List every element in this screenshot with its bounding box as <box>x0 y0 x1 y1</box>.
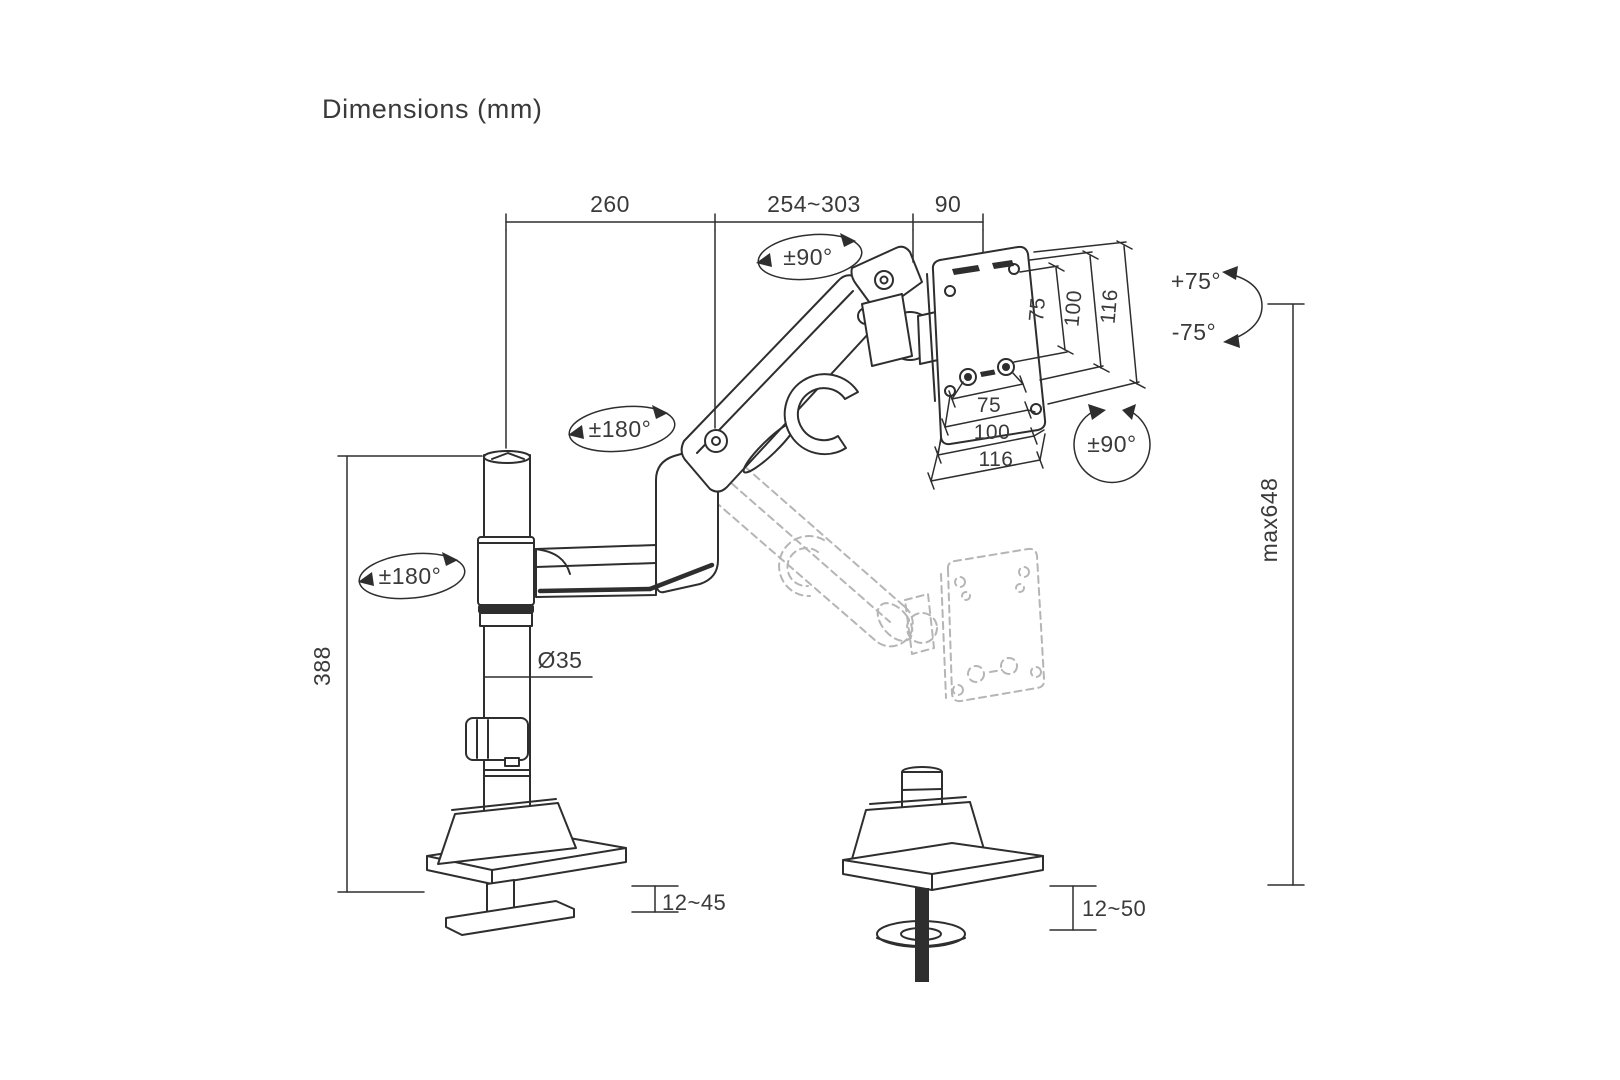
dim-clamp-thickness-label: 12~45 <box>662 890 726 915</box>
vesa-top-tab <box>952 265 980 275</box>
tilt-head <box>850 245 939 367</box>
cable-clip <box>465 717 529 767</box>
grommet-base <box>842 766 1044 982</box>
dim-clamp-thickness <box>631 885 679 913</box>
ghost-cable-hook <box>778 535 825 598</box>
clamp-jaw <box>445 900 575 936</box>
dim-grommet-thickness-label: 12~50 <box>1082 896 1146 921</box>
lower-arm <box>533 446 719 598</box>
rotation-arrow-pole-swivel <box>358 552 466 600</box>
rotation-arrow-screen-pivot <box>1073 404 1151 484</box>
upper-arm <box>680 274 886 493</box>
dim-pole-height-label: 388 <box>309 646 335 686</box>
monitor-arm-figure <box>426 245 1047 982</box>
vesa-plate <box>926 245 1047 446</box>
dim-head-depth-label: 90 <box>935 191 962 217</box>
elbow-pivot <box>704 429 728 453</box>
dim-pole-height <box>337 455 483 893</box>
dimension-annotations <box>337 213 1305 931</box>
dim-top-chain <box>505 213 984 449</box>
angle-tilt-up-label: +75° <box>1171 268 1221 294</box>
ghost-arm-position <box>696 450 1046 703</box>
dim-grommet-thickness <box>1049 885 1097 931</box>
angle-screen-pivot-label: ±90° <box>1087 431 1136 457</box>
angle-pole-swivel-label: ±180° <box>379 563 442 589</box>
dim-vesa-bottom <box>927 371 1046 490</box>
keyhole-slot <box>959 368 977 386</box>
clamp-housing <box>437 802 577 865</box>
tilt-arrow-arc <box>1222 266 1263 348</box>
page-title: Dimensions (mm) <box>322 94 543 124</box>
dim-arm-front-reach-label: 254~303 <box>767 191 861 217</box>
dim-arm-rear-reach-label: 260 <box>590 191 630 217</box>
dim-vesa-side <box>1013 240 1146 405</box>
ghost-head-joint <box>876 602 914 642</box>
ghost-vesa-plate <box>940 547 1046 703</box>
vesa-side-116-label: 116 <box>1097 288 1123 325</box>
dim-max-height-label: max648 <box>1256 478 1282 563</box>
dim-max-height <box>1267 303 1305 886</box>
dim-pole-diameter-label: Ø35 <box>538 647 583 673</box>
vesa-side-100-label: 100 <box>1060 289 1086 327</box>
vesa-bottom-100-label: 100 <box>974 421 1011 444</box>
vesa-bottom-75-label: 75 <box>977 394 1001 417</box>
rotation-arrow-forearm-swivel <box>568 405 676 453</box>
keyhole-slot <box>997 358 1015 376</box>
rotation-arrow-arm-swivel <box>756 233 863 281</box>
vesa-bottom-116-label: 116 <box>979 448 1014 471</box>
threaded-rod <box>915 888 929 982</box>
cable-hook <box>783 373 859 456</box>
labels: Dimensions (mm) 260 254~303 90 ±90° ±180… <box>309 94 1282 921</box>
pole-collar <box>477 536 535 627</box>
angle-forearm-swivel-label: ±180° <box>589 416 652 442</box>
desk-clamp-base <box>426 798 627 936</box>
angle-tilt-down-label: -75° <box>1172 319 1216 345</box>
vesa-side-75-label: 75 <box>1025 296 1050 322</box>
angle-arm-swivel-label: ±90° <box>783 244 832 270</box>
